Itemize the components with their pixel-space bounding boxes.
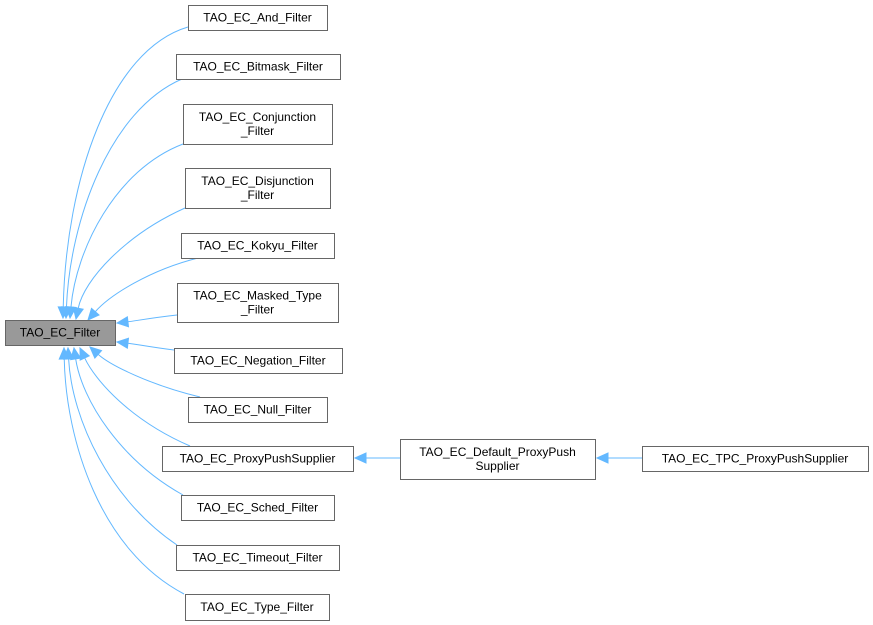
node-box: [181, 233, 335, 259]
class-node-and[interactable]: TAO_EC_And_Filter: [188, 5, 328, 31]
class-node-negation[interactable]: TAO_EC_Negation_Filter: [174, 348, 343, 374]
node-label: _Filter: [240, 124, 274, 138]
node-label: TAO_EC_Type_Filter: [200, 600, 313, 614]
arrowhead-icon: [595, 452, 609, 464]
node-box: [183, 104, 333, 145]
node-label: TAO_EC_Conjunction: [199, 110, 316, 124]
arrowhead-icon: [115, 315, 130, 328]
node-label: TAO_EC_Filter: [20, 326, 100, 340]
node-label: _Filter: [240, 188, 274, 202]
edge-masked-to-filter: [127, 314, 178, 323]
arrowhead-icon: [72, 306, 84, 321]
class-node-default_pps[interactable]: TAO_EC_Default_ProxyPushSupplier: [400, 439, 596, 480]
node-box: [185, 594, 330, 621]
node-label: TAO_EC_Sched_Filter: [197, 501, 318, 515]
edge-type-to-filter: [63, 358, 185, 595]
arrowhead-icon: [58, 346, 71, 360]
node-box: [185, 168, 331, 209]
class-node-masked[interactable]: TAO_EC_Masked_Type_Filter: [177, 283, 339, 323]
edge-negation-to-filter: [127, 342, 175, 351]
edge-bitmask-to-filter: [65, 78, 183, 308]
node-label: TAO_EC_Default_ProxyPush: [419, 445, 576, 459]
arrowhead-icon: [89, 346, 103, 359]
edge-pps-to-filter: [84, 357, 191, 447]
class-node-kokyu[interactable]: TAO_EC_Kokyu_Filter: [181, 233, 335, 259]
edge-null-to-filter: [97, 353, 201, 398]
node-box: [176, 545, 340, 571]
edge-disjunction-to-filter: [77, 207, 186, 309]
edges: [57, 26, 643, 595]
node-box: [188, 397, 328, 423]
arrowhead-icon: [353, 452, 367, 464]
class-node-conjunction[interactable]: TAO_EC_Conjunction_Filter: [183, 104, 333, 145]
class-node-bitmask[interactable]: TAO_EC_Bitmask_Filter: [176, 54, 341, 80]
arrowhead-icon: [87, 307, 100, 321]
node-label: TAO_EC_TPC_ProxyPushSupplier: [662, 452, 849, 466]
node-label: TAO_EC_ProxyPushSupplier: [180, 452, 336, 466]
edge-and-to-filter: [62, 26, 189, 308]
arrowhead-icon: [70, 346, 82, 361]
class-node-filter[interactable]: TAO_EC_Filter: [5, 320, 116, 346]
node-box: [642, 446, 869, 472]
arrowhead-icon: [115, 337, 130, 350]
node-label: TAO_EC_And_Filter: [203, 11, 312, 25]
class-node-pps[interactable]: TAO_EC_ProxyPushSupplier: [162, 446, 354, 472]
edge-sched-to-filter: [75, 358, 184, 496]
node-box: [181, 495, 335, 521]
arrowhead-icon: [79, 346, 91, 361]
node-label: Supplier: [475, 459, 519, 473]
class-node-type[interactable]: TAO_EC_Type_Filter: [185, 594, 330, 621]
node-label: TAO_EC_Disjunction: [201, 174, 314, 188]
class-node-tpc_pps[interactable]: TAO_EC_TPC_ProxyPushSupplier: [642, 446, 869, 472]
class-node-null[interactable]: TAO_EC_Null_Filter: [188, 397, 328, 423]
edge-kokyu-to-filter: [94, 257, 199, 313]
node-box: [188, 5, 328, 31]
node-box: [176, 54, 341, 80]
edge-conjunction-to-filter: [70, 143, 184, 308]
node-box: [177, 283, 339, 323]
node-box: [174, 348, 343, 374]
class-node-sched[interactable]: TAO_EC_Sched_Filter: [181, 495, 335, 521]
class-node-disjunction[interactable]: TAO_EC_Disjunction_Filter: [185, 168, 331, 209]
nodes: TAO_EC_Filter TAO_EC_And_FilterTAO_EC_Bit…: [5, 5, 869, 621]
node-label: TAO_EC_Masked_Type: [193, 289, 322, 303]
node-box: [400, 439, 596, 480]
node-label: TAO_EC_Bitmask_Filter: [193, 60, 323, 74]
node-label: TAO_EC_Null_Filter: [204, 403, 312, 417]
node-box: [162, 446, 354, 472]
node-label: TAO_EC_Negation_Filter: [190, 354, 325, 368]
node-label: TAO_EC_Timeout_Filter: [192, 551, 322, 565]
node-box: [5, 320, 116, 346]
edge-timeout-to-filter: [68, 358, 178, 546]
class-node-timeout[interactable]: TAO_EC_Timeout_Filter: [176, 545, 340, 571]
node-label: TAO_EC_Kokyu_Filter: [197, 239, 318, 253]
node-label: _Filter: [240, 303, 274, 317]
